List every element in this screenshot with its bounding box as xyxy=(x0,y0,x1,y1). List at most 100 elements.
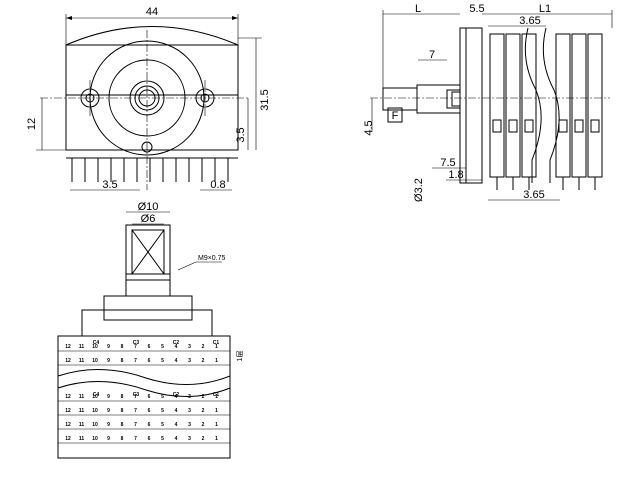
wafer-pin-number: 3 xyxy=(188,408,191,414)
wafer-pin-number: 11 xyxy=(79,358,85,364)
wafer-pin-number: 5 xyxy=(161,344,164,350)
wafer-pin-number: 6 xyxy=(148,408,151,414)
wafer-contact xyxy=(590,119,600,133)
dim-5-5: 5.5 xyxy=(469,3,484,15)
wafer-pin-number: 12 xyxy=(65,422,71,428)
wafer-pin-number: 1 xyxy=(215,394,218,400)
wafer-c-label: C1 xyxy=(213,340,220,346)
wafer-pin-number: 12 xyxy=(65,436,71,442)
wafer-pin-number: 12 xyxy=(65,344,71,350)
wafer-pin-number: 5 xyxy=(161,436,164,442)
dim-thread: M9×0.75 xyxy=(198,255,226,262)
side-view: F L 5.5 L1 3.65 7 4.5 7.5 1.8 Ø3.2 3.65 xyxy=(363,3,613,202)
wafer-contact xyxy=(492,119,502,133)
wafer-pin-number: 11 xyxy=(79,422,85,428)
wafer-pin-number: 3 xyxy=(188,422,191,428)
wafer-pin-number: 9 xyxy=(107,344,110,350)
wafer-plate xyxy=(505,33,521,178)
wafer-pin-number: 11 xyxy=(79,436,85,442)
wafer-pin-number: 2 xyxy=(202,436,205,442)
wafer-pin-number: 3 xyxy=(188,358,191,364)
wafer-pin-number: 7 xyxy=(134,344,137,350)
dim-F: F xyxy=(392,110,399,122)
wafer-contact xyxy=(574,119,584,133)
dim-7-5: 7.5 xyxy=(440,157,455,169)
wafer-pin-number: 1 xyxy=(215,344,218,350)
wafer-pin-number: 6 xyxy=(148,436,151,442)
wafer-pin-number: 9 xyxy=(107,422,110,428)
dim-3-65-bot: 3.65 xyxy=(523,189,544,201)
wafer-pin-number: 1 xyxy=(215,408,218,414)
wafer-pin-number: 8 xyxy=(121,394,124,400)
dim-1-8: 1.8 xyxy=(448,169,463,181)
wafer-pin-number: 4 xyxy=(175,358,178,364)
dim-d6: Ø6 xyxy=(141,213,156,225)
wafer-pin-number: 12 xyxy=(65,358,71,364)
dim-pin-pitch: 3.5 xyxy=(102,179,117,191)
wafer-pin-number: 5 xyxy=(161,408,164,414)
wafer-pin-number: 1 xyxy=(215,358,218,364)
front-view: 44 31.5 3.5 12 3.5 0.8 xyxy=(26,6,271,191)
front-pins xyxy=(71,158,229,182)
wafer-pin-number: 8 xyxy=(121,436,124,442)
wafer-pin-number: 11 xyxy=(79,408,85,414)
dim-31-5: 31.5 xyxy=(259,89,271,110)
wafer-c-label: C4 xyxy=(93,392,100,398)
wafer-pin-number: 10 xyxy=(92,422,98,428)
wafer-pin-number: 2 xyxy=(202,344,205,350)
wafer-side-label: 1层 xyxy=(236,351,244,362)
wafer-pin-number: 10 xyxy=(92,344,98,350)
wafer-contact xyxy=(524,119,534,133)
wafer-contact xyxy=(558,119,568,133)
dim-L1: L1 xyxy=(539,3,551,15)
wafer-pin-number: 9 xyxy=(107,394,110,400)
wafer-pin-number: 8 xyxy=(121,344,124,350)
wafer-pin-number: 5 xyxy=(161,394,164,400)
dim-d10: Ø10 xyxy=(138,201,159,213)
wafer-pin-number: 12 xyxy=(65,408,71,414)
wafer-pin-number: 6 xyxy=(148,394,151,400)
wafer-pin-number: 7 xyxy=(134,394,137,400)
wafer-pin-number: 7 xyxy=(134,408,137,414)
wafer-pin-number: 6 xyxy=(148,344,151,350)
wafer-pin-number: 4 xyxy=(175,344,178,350)
wafer-pin-number: 12 xyxy=(65,394,71,400)
wafer-pin-number: 4 xyxy=(175,394,178,400)
wafer-pin-number: 1 xyxy=(215,422,218,428)
wafer-pin-number: 8 xyxy=(121,358,124,364)
wafer-pin-number: 3 xyxy=(188,436,191,442)
wafer-pin-number: 4 xyxy=(175,422,178,428)
dim-44: 44 xyxy=(146,6,158,18)
wafer-pin-number: 1 xyxy=(215,436,218,442)
dim-L: L xyxy=(415,3,421,15)
wafer-pin-number: 8 xyxy=(121,422,124,428)
wafer-plate xyxy=(571,33,587,178)
wafer-pin-number: 7 xyxy=(134,358,137,364)
wafer-pin-number: 2 xyxy=(202,394,205,400)
wafer-pin-number: 5 xyxy=(161,358,164,364)
wafer-pin-number: 7 xyxy=(134,422,137,428)
wafer-contact xyxy=(508,119,518,133)
wafer-pin-number: 3 xyxy=(188,394,191,400)
wafer-pin-number: 4 xyxy=(175,408,178,414)
wafer-pin-number: 10 xyxy=(92,394,98,400)
dim-pin-width: 0.8 xyxy=(210,179,225,191)
dim-3-2: Ø3.2 xyxy=(413,178,425,202)
dim-12: 12 xyxy=(26,118,38,130)
wafer-pin-number: 3 xyxy=(188,344,191,350)
dim-3-65-top: 3.65 xyxy=(519,15,540,27)
wafer-pin-number: 2 xyxy=(202,422,205,428)
dim-3-5-right: 3.5 xyxy=(235,127,247,142)
wafer-c-label: C3 xyxy=(133,392,140,398)
wafer-c-label: C2 xyxy=(173,340,180,346)
wafer-c-label: C1 xyxy=(213,392,220,398)
wafer-pin-number: 10 xyxy=(92,408,98,414)
wafer-c-label: C2 xyxy=(173,392,180,398)
wafer-pin-number: 4 xyxy=(175,436,178,442)
wafer-pin-number: 5 xyxy=(161,422,164,428)
wafer-pin-number: 10 xyxy=(92,358,98,364)
wafer-pin-number: 11 xyxy=(79,344,85,350)
wafer-pin-number: 9 xyxy=(107,408,110,414)
